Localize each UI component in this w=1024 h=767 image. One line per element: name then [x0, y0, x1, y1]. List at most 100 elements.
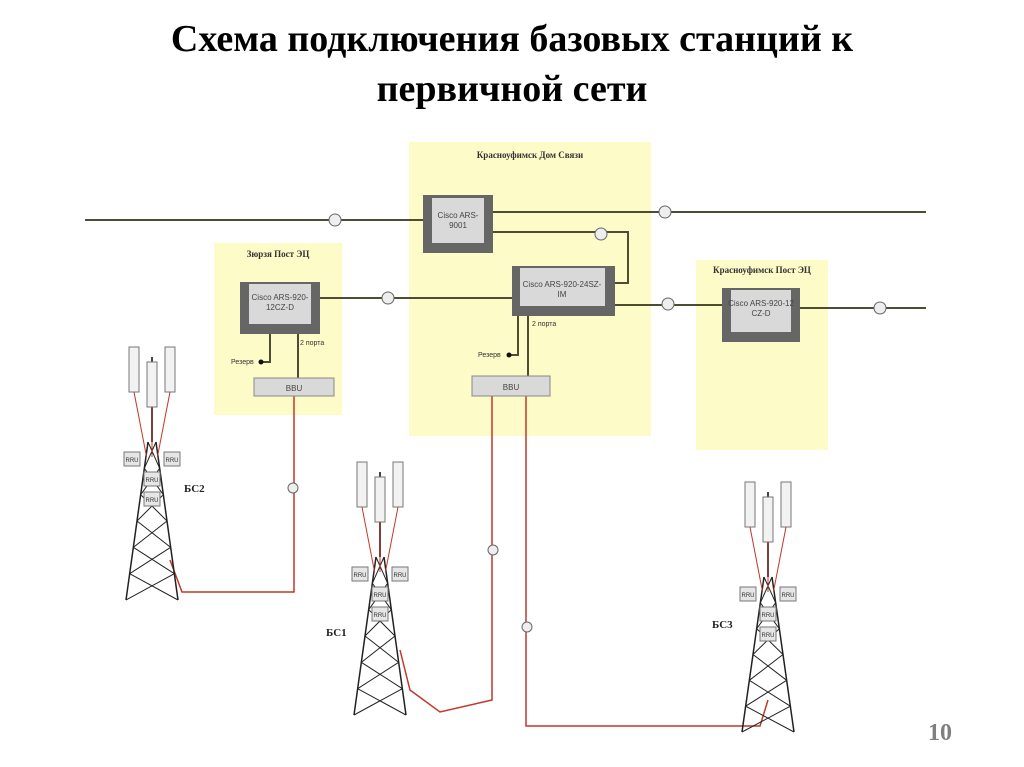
tower-bs2: RRU RRU RRU RRU: [123, 346, 181, 601]
rru-label: RRU: [394, 573, 407, 579]
antenna-icon: [762, 496, 774, 543]
antenna-icon: [374, 476, 386, 523]
converter-icon: [381, 291, 395, 305]
converter-icon: [658, 205, 672, 219]
tower-brace: [741, 705, 791, 733]
station-label-bs3: БС3: [712, 619, 733, 631]
tower-brace: [133, 520, 168, 548]
feeder-cable: [749, 526, 764, 593]
rru-label: RRU: [762, 633, 775, 639]
tower-brace: [129, 546, 171, 575]
antenna-icon: [392, 461, 404, 508]
ports-label-left: 2 порта: [300, 340, 324, 347]
tower-brace: [147, 441, 161, 469]
converter-icon: [287, 482, 299, 494]
tower-bs1: RRU RRU RRU RRU: [351, 461, 409, 716]
tower-brace: [763, 576, 777, 604]
rru-box: [759, 606, 777, 622]
router-asr9001[interactable]: Cisco ARS- 9001: [423, 195, 493, 253]
zone-zyurzya-title: Зюрзя Пост ЭЦ: [247, 249, 310, 259]
zone-post-ec-title: Красноуфимск Пост ЭЦ: [713, 265, 811, 275]
rru-label: RRU: [374, 593, 387, 599]
tower-brace: [143, 441, 157, 469]
tower-brace: [136, 520, 171, 548]
rru-label: RRU: [354, 573, 367, 579]
tower-brace: [759, 576, 773, 604]
tower-brace: [749, 679, 791, 707]
converter-icon: [661, 297, 675, 311]
tower-brace: [364, 635, 399, 663]
rru-box: [123, 451, 141, 467]
rru-label: RRU: [762, 613, 775, 619]
bbu-label: BBU: [286, 384, 303, 393]
reserve-label-left: Резерв: [231, 359, 254, 366]
title-line-1: Схема подключения базовых станций к: [170, 18, 854, 60]
device-label: Cisco ARS-920-24SZ-: [523, 280, 602, 289]
rru-box: [163, 451, 181, 467]
tower-brace: [129, 573, 179, 601]
rru-box: [371, 586, 389, 602]
rru-box: [759, 626, 777, 642]
converter-icon: [594, 227, 608, 241]
rru-label: RRU: [166, 458, 179, 464]
reserve-dot-center: [506, 352, 512, 358]
antenna-icon: [744, 481, 756, 528]
router-asr920-zyurzya[interactable]: Cisco ARS-920- 12CZ-D: [240, 282, 320, 334]
rru-box: [739, 586, 757, 602]
device-label: Cisco ARS-920-12: [728, 299, 794, 308]
fiber-links: [169, 396, 769, 727]
antenna-icon: [164, 346, 176, 393]
converter-icon: [521, 621, 533, 633]
zone-dom-svyazi-title: Красноуфимск Дом Связи: [477, 150, 583, 160]
bbu-left[interactable]: BBU: [253, 377, 335, 397]
router-asr920-post-ec[interactable]: Cisco ARS-920-12 CZ-D: [722, 288, 800, 342]
device-label: 9001: [449, 221, 467, 230]
router-asr920-24sz[interactable]: Cisco ARS-920-24SZ- IM: [512, 266, 615, 316]
rru-label: RRU: [374, 613, 387, 619]
feeder-cable: [384, 506, 399, 573]
station-label-bs1: БС1: [326, 627, 347, 639]
page-number: 10: [928, 720, 952, 746]
rru-label: RRU: [146, 478, 159, 484]
device-label: 12CZ-D: [266, 303, 294, 312]
tower-brace: [375, 556, 389, 584]
fiber-bs3: [525, 396, 769, 727]
rru-label: RRU: [126, 458, 139, 464]
tower-brace: [749, 654, 784, 681]
feeder-cable: [133, 391, 148, 458]
rru-label: RRU: [146, 498, 159, 504]
tower-brace: [745, 705, 795, 733]
rru-box: [143, 471, 161, 487]
rru-box: [779, 586, 797, 602]
rru-box: [371, 606, 389, 622]
tower-brace: [361, 661, 403, 690]
tower-brace: [371, 556, 385, 584]
link-reserve-center: [510, 316, 519, 356]
link-9001-920: [493, 231, 629, 284]
tower-brace: [361, 635, 396, 663]
bbu-center[interactable]: BBU: [471, 375, 551, 397]
rru-box: [351, 566, 369, 582]
antenna-icon: [146, 361, 158, 408]
device-label: Cisco ARS-920-: [252, 293, 309, 302]
bbu-label: BBU: [503, 383, 520, 392]
antenna-icon: [780, 481, 792, 528]
reserve-label-center: Резерв: [478, 352, 501, 359]
links: [85, 211, 926, 378]
title-line-2: первичной сети: [376, 68, 648, 110]
fiber-bs2: [169, 396, 295, 593]
feeder-cable: [361, 506, 376, 573]
tower-brace: [745, 679, 787, 707]
feeder-cable: [156, 391, 171, 458]
converter-icons: [287, 205, 887, 633]
tower-brace: [357, 661, 399, 690]
antenna-icon: [128, 346, 140, 393]
converter-icon: [328, 213, 342, 227]
rru-label: RRU: [782, 593, 795, 599]
tower-brace: [133, 546, 175, 575]
rru-box: [391, 566, 409, 582]
device-label: Cisco ARS-: [438, 211, 479, 220]
